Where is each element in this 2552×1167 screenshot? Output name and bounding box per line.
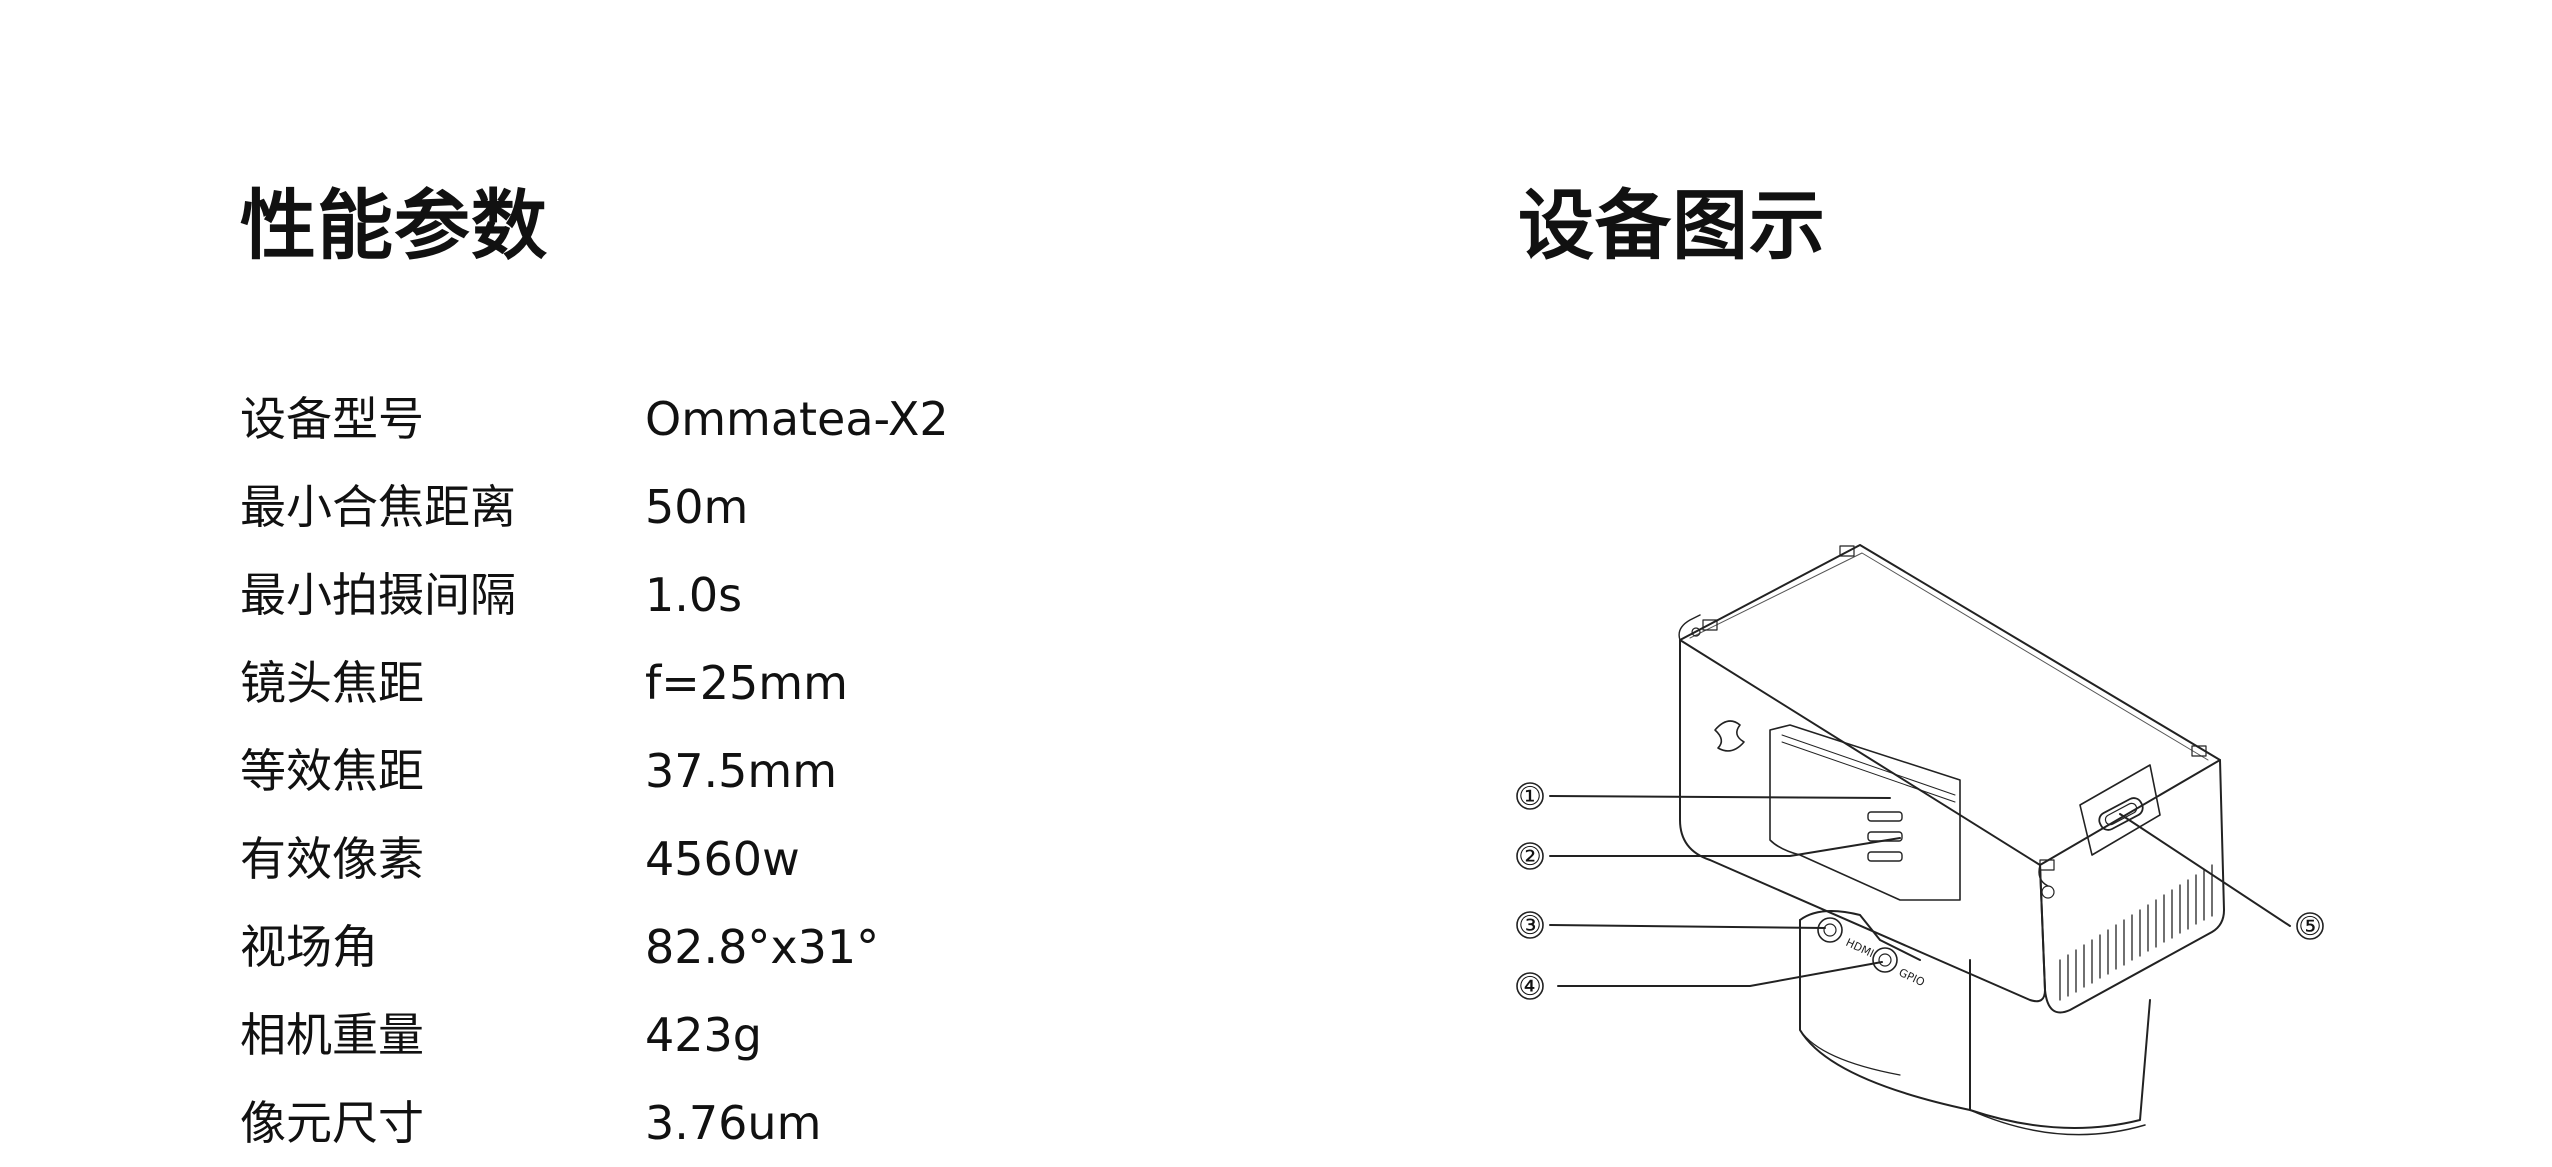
spec-label: 相机重量 xyxy=(240,1008,424,1062)
spec-label: 等效焦距 xyxy=(240,744,424,798)
callout-3: ③ xyxy=(1516,911,1544,941)
spec-label: 视场角 xyxy=(240,920,378,974)
spec-row-camera-weight: 相机重量 423g xyxy=(240,991,1140,1079)
spec-row-equivalent-focal-length: 等效焦距 37.5mm xyxy=(240,727,1140,815)
spec-label: 像元尺寸 xyxy=(240,1096,424,1150)
spec-value: f=25mm xyxy=(645,656,848,710)
spec-label: 设备型号 xyxy=(240,392,424,446)
spec-value: 4560w xyxy=(645,832,800,886)
callout-1: ① xyxy=(1516,782,1544,812)
spec-table: 设备型号 Ommatea-X2 最小合焦距离 50m 最小拍摄间隔 1.0s 镜… xyxy=(240,375,1140,1167)
callout-5: ⑤ xyxy=(2296,912,2324,942)
spec-row-focal-length: 镜头焦距 f=25mm xyxy=(240,639,1140,727)
spec-label: 镜头焦距 xyxy=(240,656,424,710)
callout-5-number: ⑤ xyxy=(2298,912,2321,942)
callout-2: ② xyxy=(1516,842,1544,872)
hdmi-port-label: HDMI xyxy=(1844,936,1876,960)
spec-value: 37.5mm xyxy=(645,744,838,798)
spec-row-min-interval: 最小拍摄间隔 1.0s xyxy=(240,551,1140,639)
spec-row-effective-pixels: 有效像素 4560w xyxy=(240,815,1140,903)
spec-row-pixel-size: 像元尺寸 3.76um xyxy=(240,1079,1140,1167)
spec-row-model: 设备型号 Ommatea-X2 xyxy=(240,375,1140,463)
spec-row-field-of-view: 视场角 82.8°x31° xyxy=(240,903,1140,991)
vent-fins xyxy=(2059,864,2213,1001)
callout-4: ④ xyxy=(1516,972,1544,1002)
spec-value: 50m xyxy=(645,480,749,534)
performance-params-title: 性能参数 xyxy=(240,181,548,270)
callout-lines xyxy=(1549,795,2291,987)
callout-1-number: ① xyxy=(1518,782,1541,812)
spec-value: 3.76um xyxy=(645,1096,822,1150)
spec-value: 82.8°x31° xyxy=(645,920,880,974)
camera-body: HDMI GPIO xyxy=(1678,544,2225,1014)
callout-3-number: ③ xyxy=(1518,911,1541,941)
spec-label: 有效像素 xyxy=(240,832,424,886)
callout-4-number: ④ xyxy=(1518,972,1541,1002)
gpio-port-label: GPIO xyxy=(1897,966,1927,989)
spec-value: 423g xyxy=(645,1008,762,1062)
lens-barrel xyxy=(1799,919,2151,1136)
callout-2-number: ② xyxy=(1518,842,1541,872)
spec-row-min-focus-distance: 最小合焦距离 50m xyxy=(240,463,1140,551)
device-diagram-title: 设备图示 xyxy=(1518,181,1826,270)
spec-value: 1.0s xyxy=(645,568,743,622)
camera-device-illustration: HDMI GPIO xyxy=(1516,544,2324,1136)
spec-label: 最小合焦距离 xyxy=(240,480,516,534)
spec-label: 最小拍摄间隔 xyxy=(240,568,516,622)
spec-value: Ommatea-X2 xyxy=(645,392,949,446)
